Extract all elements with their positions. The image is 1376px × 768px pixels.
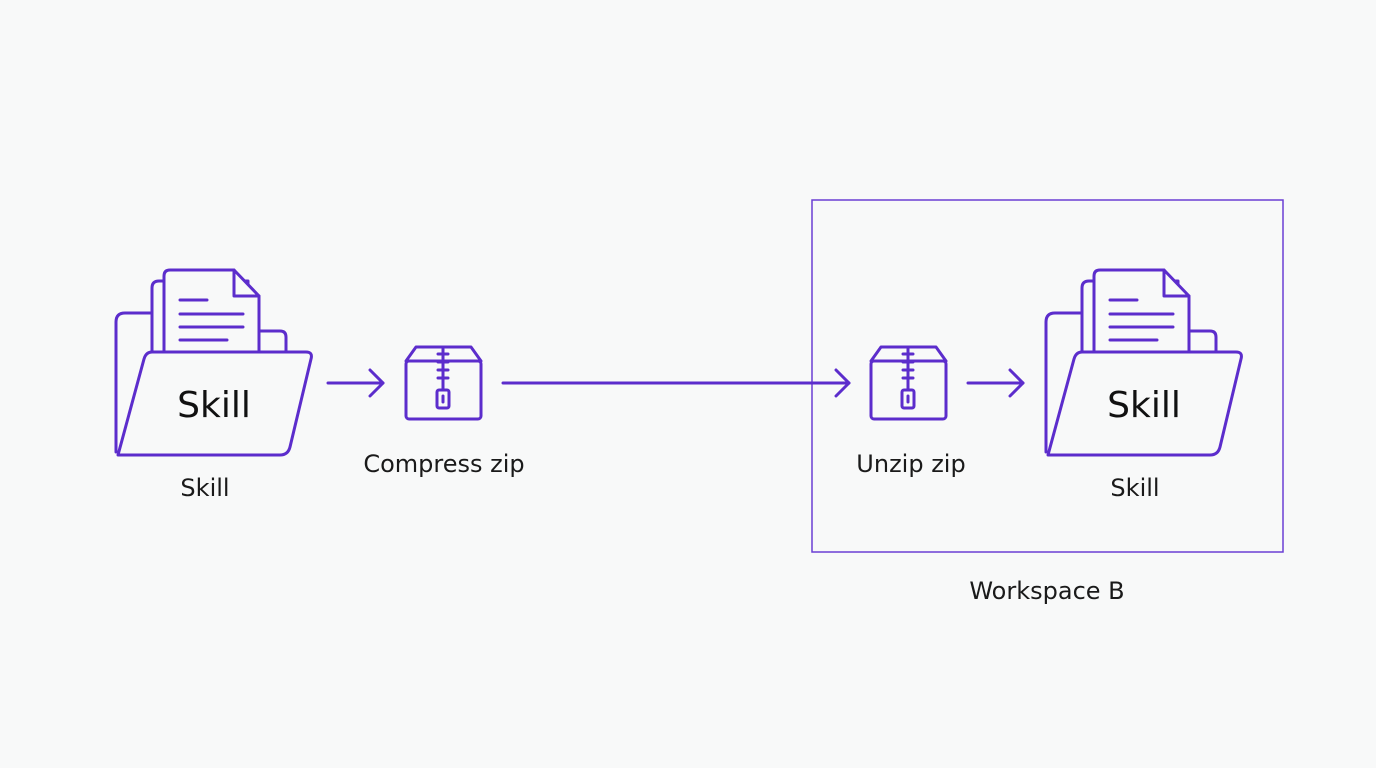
target-folder-icon: Skill: [1044, 268, 1243, 457]
arrow-right-icon: [326, 368, 385, 398]
source-folder-caption: Skill: [180, 474, 230, 502]
target-folder-caption: Skill: [1110, 474, 1160, 502]
zip-archive-icon: [404, 345, 483, 421]
workspace-b-label: Workspace B: [969, 577, 1125, 605]
zip-archive-icon: [869, 345, 948, 421]
source-folder-inner-label: Skill: [177, 385, 251, 426]
workspace-b-box: [811, 199, 1284, 553]
unzip-caption: Unzip zip: [856, 450, 966, 478]
source-folder-icon: Skill: [114, 268, 313, 457]
arrow-right-icon: [501, 368, 851, 398]
compress-caption: Compress zip: [363, 450, 525, 478]
arrow-right-icon: [966, 368, 1025, 398]
target-folder-inner-label: Skill: [1107, 385, 1181, 426]
